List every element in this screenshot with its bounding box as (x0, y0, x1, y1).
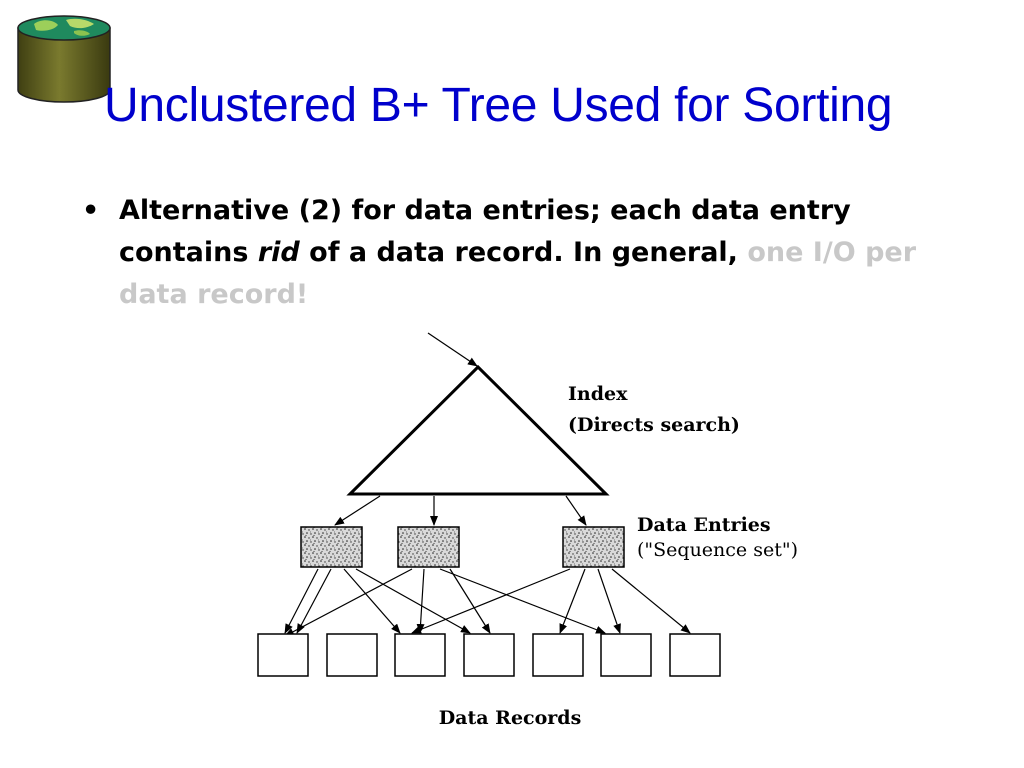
index-label: Index (568, 383, 628, 405)
data-records-label: Data Records (439, 707, 582, 729)
data-record-page (394, 633, 446, 677)
slide-title: Unclustered B+ Tree Used for Sorting (104, 79, 893, 132)
bullet-text-part2: of a data record. In general, (299, 237, 748, 268)
index-to-entry-arrow (565, 495, 587, 526)
bullet-marker: • (82, 195, 100, 226)
bullet-text-part1: Alternative (2) for data entries; each d… (119, 195, 851, 268)
data-record-page (463, 633, 515, 677)
data-record-page (257, 633, 309, 677)
data-entry-page (300, 526, 363, 568)
data-entry-page (397, 526, 460, 568)
index-triangle (346, 364, 610, 496)
data-record-page (532, 633, 584, 677)
rid-pointer-arrows (284, 568, 691, 637)
database-globe-icon (17, 15, 111, 103)
index-to-entry-arrow (334, 495, 381, 526)
data-record-page (600, 633, 652, 677)
data-entries-sublabel: ("Sequence set") (637, 539, 798, 561)
data-record-page (326, 633, 378, 677)
bullet-text-faded: one I/O per data record! (119, 237, 917, 310)
data-entries-label: Data Entries (637, 514, 771, 536)
data-entry-page (562, 526, 625, 568)
index-sublabel: (Directs search) (568, 414, 740, 436)
data-record-page (669, 633, 721, 677)
bullet-text-italic: rid (257, 237, 300, 268)
bullet-text: Alternative (2) for data entries; each d… (119, 190, 939, 316)
index-entry-arrow (427, 332, 478, 367)
